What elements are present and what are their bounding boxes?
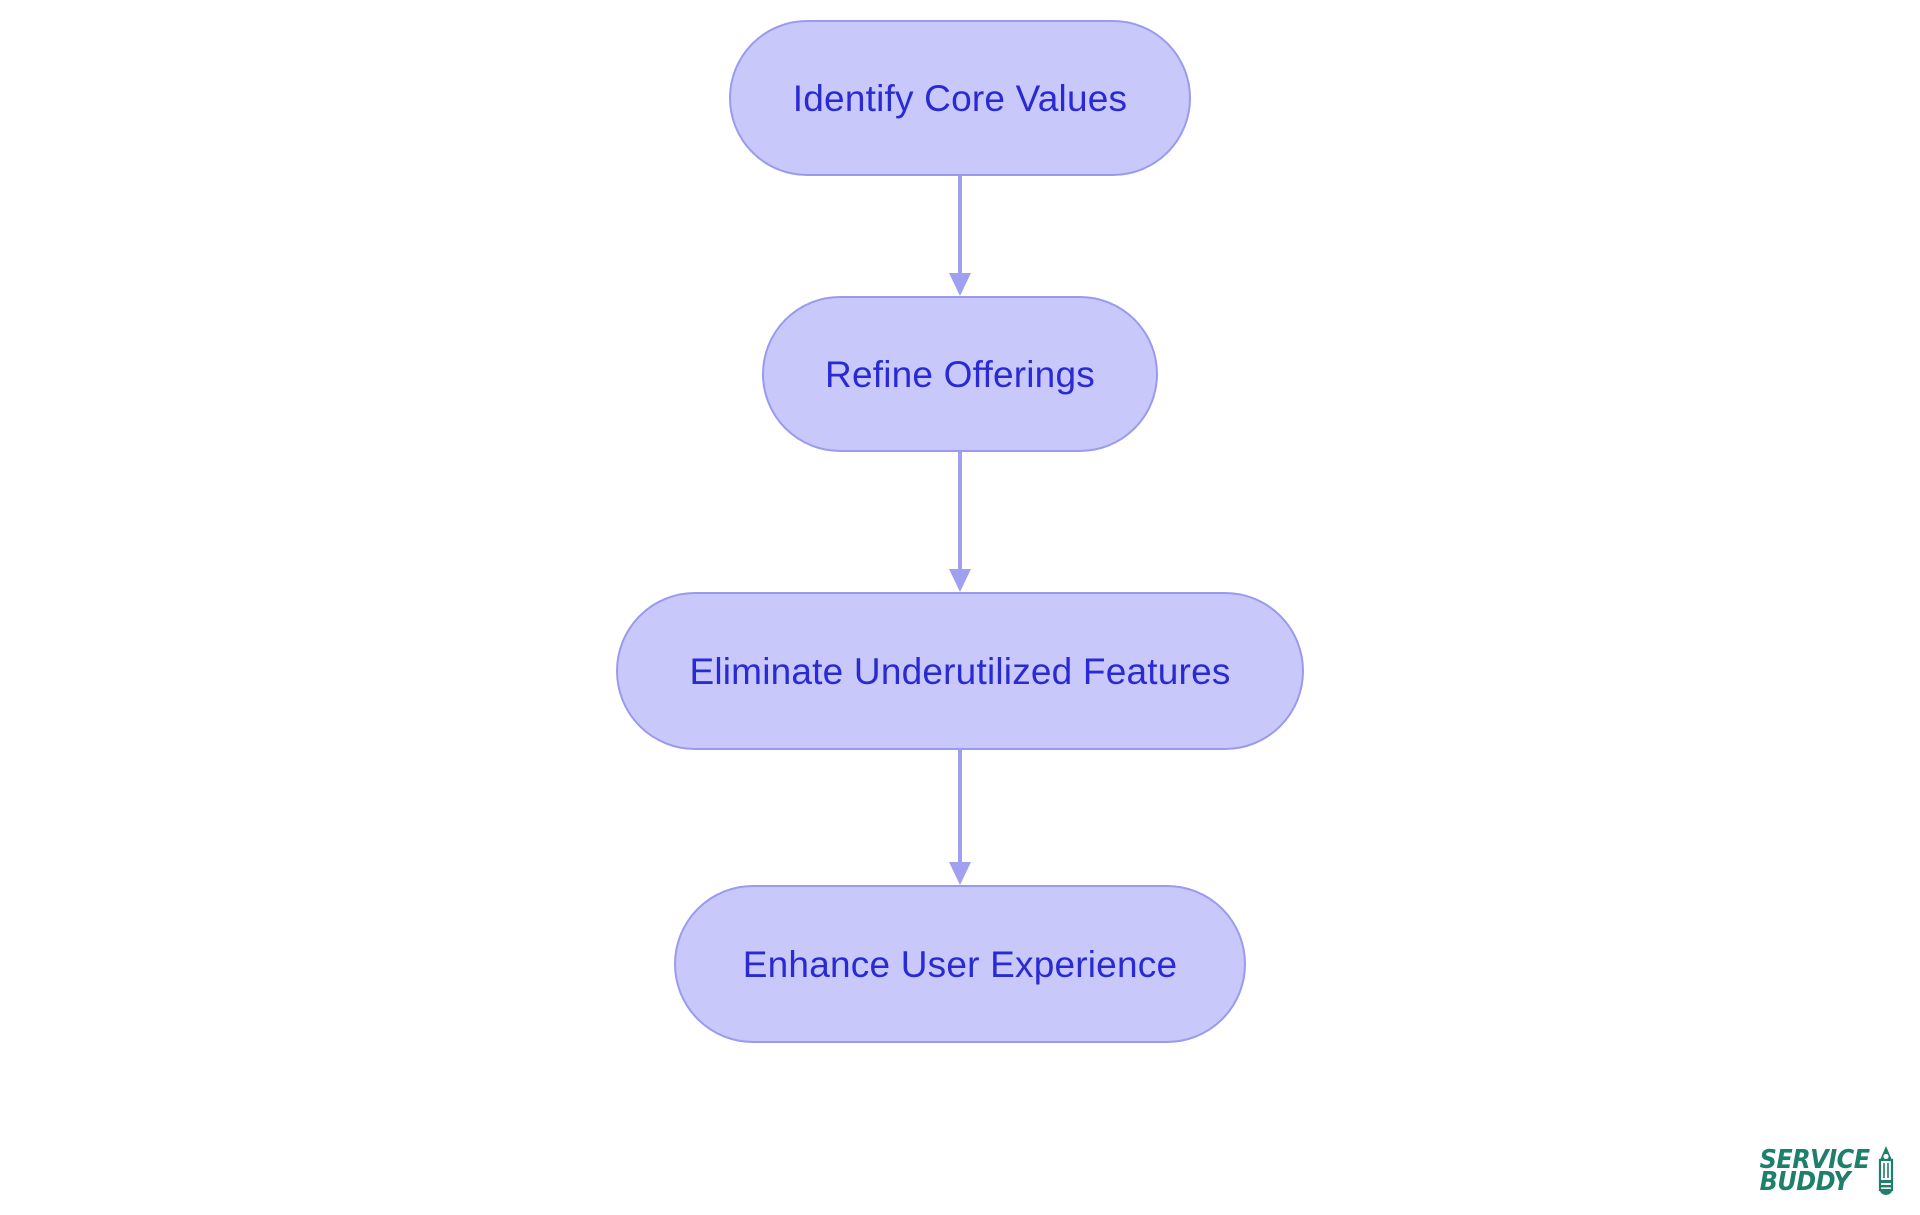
flow-node-identify-core-values[interactable]: Identify Core Values: [729, 20, 1191, 176]
flow-edge-n3-n4: [940, 750, 980, 885]
flow-edge-n1-n2: [940, 176, 980, 296]
service-buddy-logo: SERVICE BUDDY: [1750, 1145, 1896, 1197]
flow-node-label: Refine Offerings: [825, 353, 1095, 395]
logo-line-service: SERVICE: [1759, 1144, 1871, 1175]
pencil-icon: [1878, 1146, 1894, 1195]
flow-edge-n2-n3: [940, 452, 980, 592]
flow-node-label: Identify Core Values: [792, 77, 1128, 119]
flow-node-label: Eliminate Underutilized Features: [689, 650, 1231, 692]
logo-line-buddy: BUDDY: [1759, 1167, 1851, 1197]
logo-wordmark: SERVICE BUDDY: [1759, 1144, 1871, 1197]
flow-node-enhance-user-experience[interactable]: Enhance User Experience: [674, 885, 1246, 1043]
flow-node-refine-offerings[interactable]: Refine Offerings: [762, 296, 1158, 452]
flow-node-label: Enhance User Experience: [742, 943, 1178, 985]
flowchart: Identify Core Values Refine Offerings El…: [616, 20, 1304, 1043]
flow-node-eliminate-underutilized-features[interactable]: Eliminate Underutilized Features: [616, 592, 1304, 750]
